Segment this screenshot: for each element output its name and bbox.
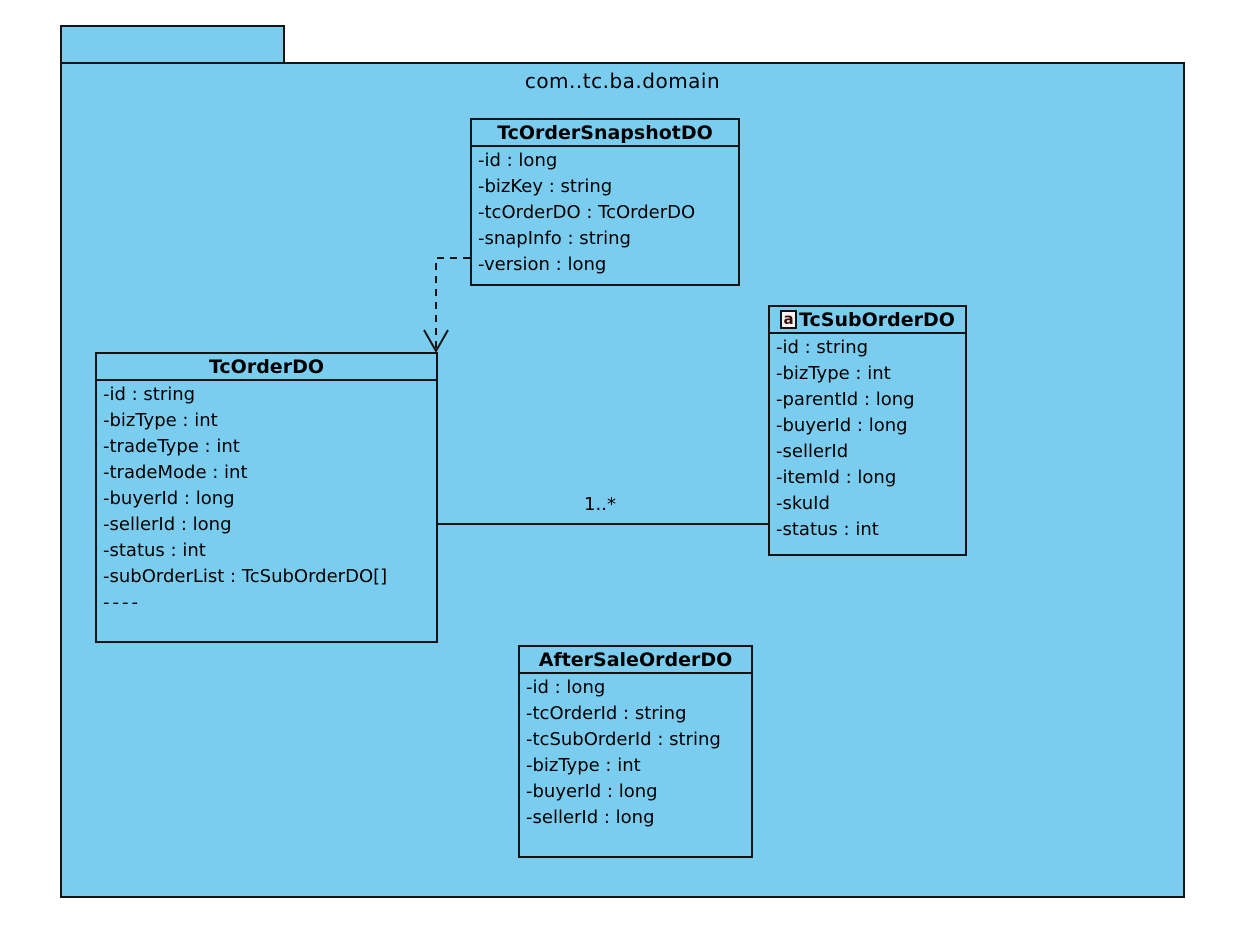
class-attribute: -parentId : long: [776, 389, 915, 410]
class-box-tcorderdo[interactable]: TcOrderDO -id : string -bizType : int -tra…: [95, 352, 438, 643]
class-box-tcordersnapshotdo[interactable]: TcOrderSnapshotDO -id : long -bizKey : st…: [470, 118, 740, 286]
class-name-label: AfterSaleOrderDO: [538, 648, 733, 671]
class-attribute: -sellerId: [776, 441, 849, 462]
class-attribute: -version : long: [478, 254, 607, 275]
class-attribute: -tradeMode : int: [103, 462, 248, 483]
class-title: AfterSaleOrderDO: [520, 647, 751, 674]
class-attribute: -bizType : int: [526, 755, 641, 776]
class-name-label: TcSubOrderDO: [799, 308, 955, 331]
class-box-aftersaleorderdo[interactable]: AfterSaleOrderDO -id : long -tcOrderId : …: [518, 645, 753, 858]
class-attribute: -bizKey : string: [478, 176, 613, 197]
class-attribute: -tcOrderDO : TcOrderDO: [478, 202, 696, 223]
class-attribute: -subOrderList : TcSubOrderDO[]: [103, 566, 388, 587]
class-attribute: -tcSubOrderId : string: [526, 729, 721, 750]
class-attribute: -status : int: [776, 519, 879, 540]
class-attribute: -sellerId : long: [526, 807, 655, 828]
association-multiplicity-label: 1..*: [584, 494, 616, 515]
class-attribute-list: -id : string -bizType : int -parentId : lo…: [770, 334, 965, 544]
class-attribute: -sellerId : long: [103, 514, 232, 535]
class-attribute: -skuId: [776, 493, 830, 514]
class-attribute: -id : string: [103, 384, 196, 405]
class-attribute-list: -id : long -bizKey : string -tcOrderDO : T…: [472, 147, 738, 279]
abstract-class-icon: a: [780, 310, 798, 329]
class-name-label: TcOrderDO: [208, 355, 324, 378]
class-name-label: TcOrderSnapshotDO: [497, 121, 713, 144]
class-box-tcsuborderdo[interactable]: a TcSubOrderDO -id : string -bizType : in…: [768, 305, 967, 556]
class-attribute: -buyerId : long: [526, 781, 658, 802]
class-title: a TcSubOrderDO: [770, 307, 965, 334]
class-title: TcOrderSnapshotDO: [472, 120, 738, 147]
class-attribute: -id : long: [478, 150, 558, 171]
class-attribute-list: -id : long -tcOrderId : string -tcSubOrder…: [520, 674, 751, 832]
dependency-arrowhead-icon: [423, 329, 449, 354]
class-attribute: -tcOrderId : string: [526, 703, 687, 724]
class-attribute: ----: [103, 592, 141, 613]
class-attribute: -bizType : int: [103, 410, 218, 431]
dependency-dashed-line[interactable]: [435, 257, 470, 349]
class-attribute: -bizType : int: [776, 363, 891, 384]
package-name: com..tc.ba.domain: [524, 69, 721, 93]
class-attribute: -tradeType : int: [103, 436, 240, 457]
class-attribute: -buyerId : long: [103, 488, 235, 509]
class-attribute: -itemId : long: [776, 467, 897, 488]
class-attribute: -id : string: [776, 337, 869, 358]
class-attribute: -status : int: [103, 540, 206, 561]
class-attribute: -snapInfo : string: [478, 228, 631, 249]
class-attribute: -id : long: [526, 677, 606, 698]
class-attribute: -buyerId : long: [776, 415, 908, 436]
class-attribute-list: -id : string -bizType : int -tradeType : i…: [97, 381, 436, 617]
class-title: TcOrderDO: [97, 354, 436, 381]
